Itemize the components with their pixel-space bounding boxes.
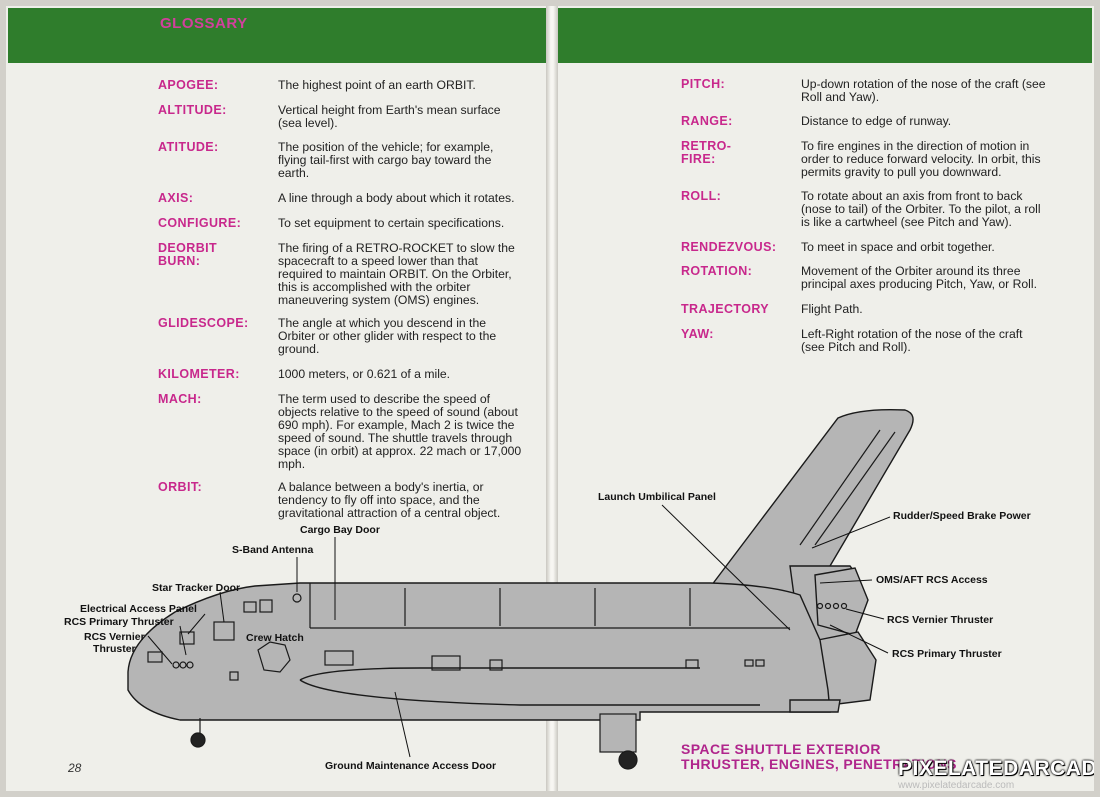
glossary-term: APOGEE: <box>158 78 219 92</box>
glossary-definition: To rotate about an axis from front to ba… <box>801 189 1041 229</box>
body-flap <box>789 699 841 713</box>
glossary-term: GLIDESCOPE: <box>158 316 249 330</box>
page-number: 28 <box>68 761 82 775</box>
wing-edge <box>299 679 760 706</box>
glossary-term: ATITUDE: <box>158 140 219 154</box>
diagram-caption: SPACE SHUTTLE EXTERIOR THRUSTER, ENGINES… <box>681 741 957 772</box>
label-launch-umbilical-panel: Launch Umbilical Panel <box>598 491 716 503</box>
label-rcs-vernier-thruster-right: RCS Vernier Thruster <box>887 614 994 626</box>
label-ground-maintenance-access-door: Ground Maintenance Access Door <box>325 760 497 772</box>
glossary-term: RANGE: <box>681 114 733 128</box>
header-banner-right <box>556 8 1092 63</box>
glossary-term: PITCH: <box>681 77 726 91</box>
glossary-definition: The term used to describe the speed of o… <box>278 392 522 471</box>
glossary-definition: Up-down rotation of the nose of the craf… <box>801 77 1046 104</box>
page-title: GLOSSARY <box>160 15 248 32</box>
glossary-definition: Flight Path. <box>801 302 863 316</box>
label-rcs-vernier-thruster-left: RCS Vernier Thruster <box>84 631 145 655</box>
watermark-url: www.pixelatedarcade.com <box>898 780 1015 791</box>
glossary-definition: Left-Right rotation of the nose of the c… <box>801 327 1023 354</box>
glossary-definition: The angle at which you descend in the Or… <box>278 316 497 356</box>
glossary-definition: The position of the vehicle; for example… <box>278 140 494 180</box>
watermark: PIXELATEDARCADE www.pixelatedarcade.com <box>898 757 1100 791</box>
label-rcs-primary-thruster-left: RCS Primary Thruster <box>64 616 174 628</box>
glossary-definition: Movement of the Orbiter around its three… <box>801 264 1037 291</box>
label-oms-aft-rcs-access: OMS/AFT RCS Access <box>876 574 988 586</box>
glossary-definition: To meet in space and orbit together. <box>801 240 995 254</box>
label-rudder-speed-brake-power: Rudder/Speed Brake Power <box>893 510 1031 522</box>
glossary-definition: 1000 meters, or 0.621 of a mile. <box>278 367 451 381</box>
glossary-term: RETRO-FIRE: <box>681 139 732 166</box>
glossary-definition: The highest point of an earth ORBIT. <box>278 78 476 92</box>
glossary-term: ROLL: <box>681 189 722 203</box>
label-cargo-bay-door: Cargo Bay Door <box>300 524 380 536</box>
glossary-definition: Distance to edge of runway. <box>801 114 952 128</box>
vertical-tail <box>700 409 914 601</box>
label-rcs-primary-thruster-right: RCS Primary Thruster <box>892 648 1002 660</box>
label-crew-hatch: Crew Hatch <box>246 632 304 644</box>
glossary-term: ORBIT: <box>158 480 203 494</box>
glossary-definition: A balance between a body's inertia, or t… <box>278 480 501 520</box>
glossary-term: MACH: <box>158 392 202 406</box>
glossary-term: YAW: <box>681 327 714 341</box>
glossary-definition: To fire engines in the direction of moti… <box>801 139 1041 179</box>
glossary-definition: To set equipment to certain specificatio… <box>278 216 505 230</box>
lower-surface <box>299 667 700 681</box>
glossary-term: DEORBIT BURN: <box>158 241 218 268</box>
label-s-band-antenna: S-Band Antenna <box>232 544 314 556</box>
glossary-definition: A line through a body about which it rot… <box>278 191 515 205</box>
glossary-definition: The firing of a RETRO-ROCKET to slow the… <box>278 241 515 307</box>
main-engine-upper <box>814 567 869 636</box>
glossary-term: CONFIGURE: <box>158 216 242 230</box>
fuselage <box>127 582 831 721</box>
glossary-term: ROTATION: <box>681 264 753 278</box>
glossary-term: TRAJECTORY <box>681 302 770 316</box>
label-electrical-access-panel: Electrical Access Panel <box>80 603 197 615</box>
glossary-term: ALTITUDE: <box>158 103 227 117</box>
label-star-tracker-door: Star Tracker Door <box>152 582 241 594</box>
watermark-name: PIXELATEDARCADE <box>898 757 1100 780</box>
glossary-term: RENDEZVOUS: <box>681 240 777 254</box>
glossary-definition: Vertical height from Earth's mean surfac… <box>278 103 501 130</box>
glossary-term: AXIS: <box>158 191 194 205</box>
crew-hatch <box>257 641 291 673</box>
header-banner-left <box>8 8 548 63</box>
glossary-term: KILOMETER: <box>158 367 240 381</box>
